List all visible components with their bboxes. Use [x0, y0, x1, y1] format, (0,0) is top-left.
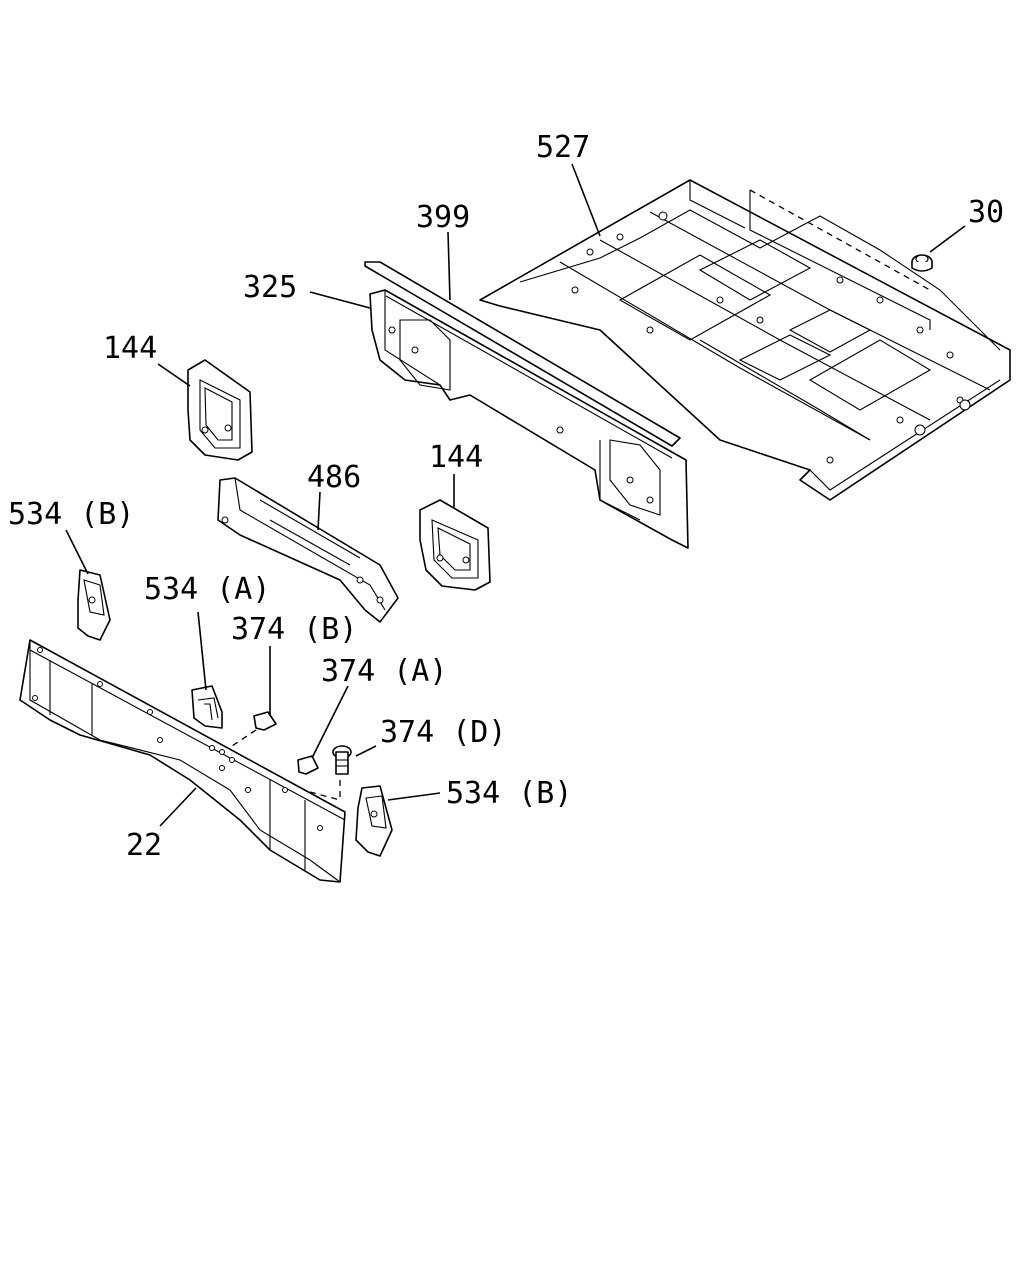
callout-374b: 374 (B) — [231, 612, 357, 647]
part-527-floor-panel — [479, 179, 1011, 501]
callout-144-left: 144 — [103, 331, 157, 366]
callout-144-right: 144 — [429, 440, 483, 475]
callout-486: 486 — [307, 460, 361, 495]
part-374d-bolt — [332, 745, 352, 775]
callout-534b-right: 534 (B) — [446, 776, 572, 811]
part-486-reinforcement — [217, 477, 399, 623]
callout-534b-left: 534 (B) — [8, 497, 134, 532]
part-144-bracket-right — [419, 499, 491, 591]
part-534b-right-clip — [355, 785, 393, 857]
callout-534a: 534 (A) — [144, 572, 270, 607]
callout-labels: 527 30 399 325 144 144 486 534 (B) 534 (… — [8, 130, 1004, 863]
callout-30: 30 — [968, 195, 1004, 230]
callout-399: 399 — [416, 200, 470, 235]
part-374b-nut — [253, 711, 277, 731]
callout-374a: 374 (A) — [321, 654, 447, 689]
callout-374d: 374 (D) — [380, 715, 506, 750]
callout-527: 527 — [536, 130, 590, 165]
part-399-strip — [364, 261, 681, 447]
part-30-grommet — [911, 254, 933, 272]
part-22-rear-cross-member — [19, 639, 346, 883]
part-374a-nut — [297, 755, 319, 775]
part-325-cross-member — [369, 289, 689, 549]
callout-325: 325 — [243, 270, 297, 305]
part-144-bracket-left — [187, 359, 253, 461]
part-534b-left-clip — [77, 569, 111, 641]
part-534a-clip — [191, 685, 223, 729]
leader-lines — [65, 163, 966, 827]
callout-22: 22 — [126, 828, 162, 863]
